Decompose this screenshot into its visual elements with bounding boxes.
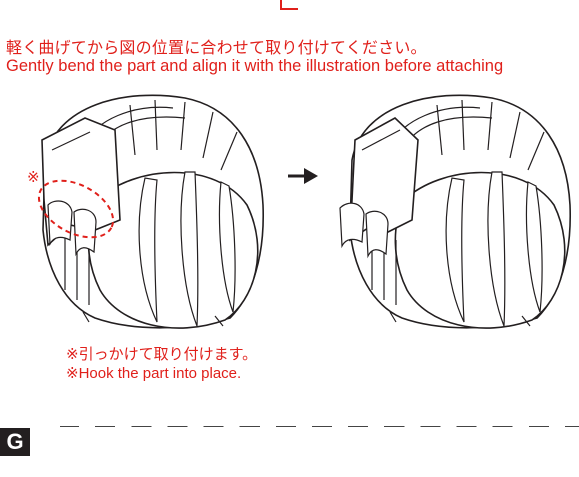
callout-mark: ※ [27,168,40,186]
figure-after [339,94,572,329]
instruction-english: Gently bend the part and align it with t… [6,57,504,75]
assembly-instruction: 軽く曲げてから図の位置に合わせて取り付けてください。 Gently bend t… [6,38,503,76]
note-english: ※Hook the part into place. [66,365,242,382]
note-japanese: ※引っかけて取り付けます。 [66,345,258,363]
hook-note: ※引っかけて取り付けます。 ※Hook the part into place. [66,345,257,383]
section-label-badge: G [0,428,30,456]
hook-highlight-ellipse [37,179,115,239]
previous-step-arrow-fragment [280,0,298,10]
figure-before: ※ [27,94,265,329]
section-divider [60,426,579,427]
instruction-japanese: 軽く曲げてから図の位置に合わせて取り付けてください。 [6,38,427,57]
right-arrow-icon [288,168,318,184]
